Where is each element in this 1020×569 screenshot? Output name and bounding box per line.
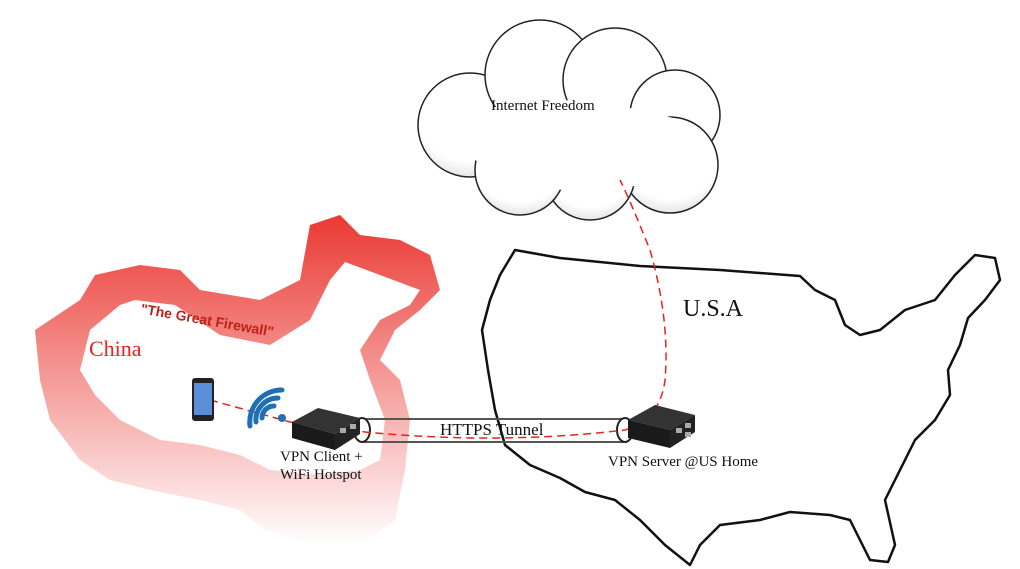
usa-map-outline [480,248,1002,567]
vpn-server-device-icon [628,405,695,448]
vpn-client-device-icon [292,408,360,450]
tunnel-label: HTTPS Tunnel [440,420,544,439]
usa-label: U.S.A [683,296,744,322]
client-label-line2: WiFi Hotspot [280,467,362,483]
cloud-label: Internet Freedom [491,98,595,114]
connection-path [209,179,667,439]
china-great-firewall-map [35,215,440,545]
wifi-icon [247,387,286,429]
smartphone-icon [192,378,214,421]
client-label: VPN Client + WiFi Hotspot [280,448,363,484]
server-label: VPN Server @US Home [608,454,759,470]
client-label-line1: VPN Client + [280,449,363,465]
china-label: China [89,336,142,361]
